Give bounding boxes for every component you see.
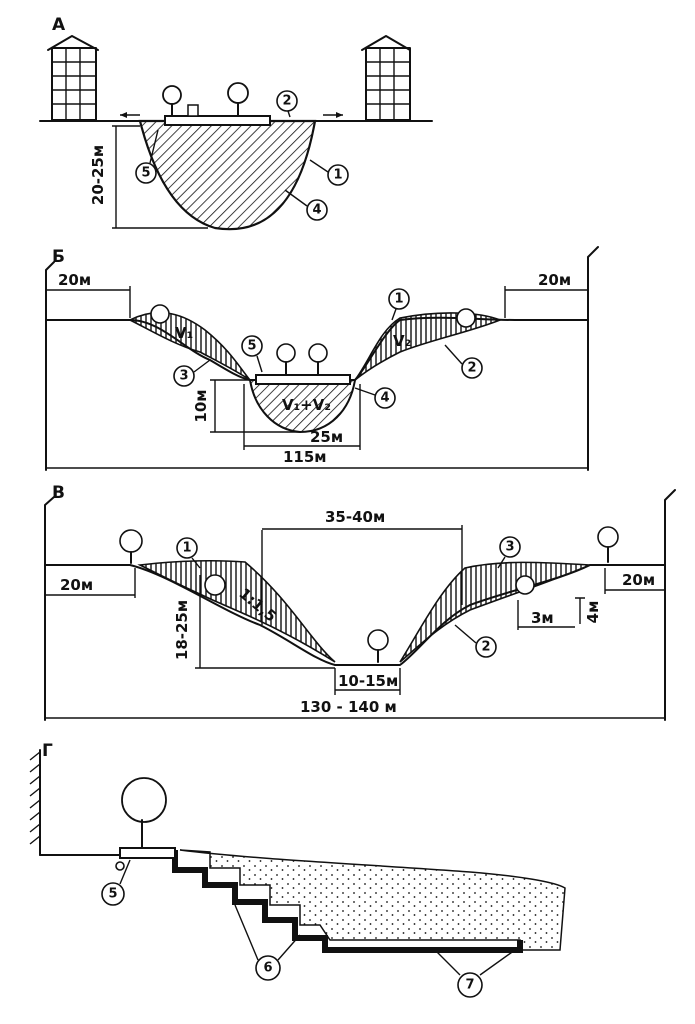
svg-text:5: 5	[141, 166, 150, 181]
step-width-label: 3м	[531, 609, 554, 627]
left-offset-label: 20м	[60, 576, 93, 594]
section-d-letter: Г	[42, 741, 53, 761]
bench-icon	[187, 104, 199, 117]
svg-text:5: 5	[108, 887, 117, 902]
bottom-width-label: 25м	[310, 428, 343, 446]
svg-text:3: 3	[179, 369, 188, 384]
depth-label: 18-25м	[173, 600, 191, 660]
fill-slope-left	[137, 559, 336, 663]
volume-v1-label: V₁	[175, 324, 193, 342]
building-icon	[361, 35, 411, 121]
callout-2: 2	[461, 357, 483, 379]
callout-3: 3	[173, 365, 195, 387]
callout-5: 5	[135, 162, 157, 184]
tree-icon	[119, 529, 143, 564]
svg-text:2: 2	[481, 640, 490, 655]
section-c-letter: В	[52, 483, 65, 503]
svg-text:2: 2	[467, 361, 476, 376]
tree-icon	[204, 574, 226, 596]
dimension-line	[112, 125, 208, 229]
section-b: Б V₁ V₂ V₁+V₂ 20м 20м 10м 25м 115м 1	[45, 246, 599, 471]
tree-icon	[308, 343, 328, 375]
dimension-line	[210, 379, 300, 433]
svg-text:3: 3	[505, 540, 514, 555]
svg-text:2: 2	[282, 94, 291, 109]
right-offset-label: 20м	[622, 571, 655, 589]
section-a-letter: А	[52, 15, 66, 35]
svg-text:1: 1	[333, 168, 342, 183]
svg-text:1: 1	[394, 292, 403, 307]
drain-pipe-icon	[115, 861, 125, 871]
boundary-line	[44, 489, 676, 721]
top-width-label: 35-40м	[325, 508, 385, 526]
svg-text:7: 7	[465, 978, 474, 993]
callout-5: 5	[101, 882, 125, 906]
tree-icon	[227, 82, 249, 117]
total-width-label: 130 - 140 м	[300, 698, 397, 716]
dimension-line	[243, 384, 361, 450]
callout-1: 1	[176, 537, 198, 559]
callout-2: 2	[276, 90, 298, 112]
callout-2: 2	[475, 636, 497, 658]
svg-text:4: 4	[380, 391, 389, 406]
dimension-line	[195, 575, 335, 669]
stepped-benches	[172, 850, 523, 953]
tree-icon	[162, 85, 182, 117]
dimension-line	[261, 525, 463, 625]
tree-icon	[597, 526, 619, 563]
section-d: Г 5 6 7	[29, 741, 566, 998]
section-b-letter: Б	[52, 247, 65, 267]
tree-icon	[456, 308, 476, 328]
dimension-line	[334, 668, 401, 695]
dimension-line	[517, 597, 585, 630]
svg-text:4: 4	[312, 203, 321, 218]
svg-text:6: 6	[263, 961, 272, 976]
callout-3: 3	[499, 536, 521, 558]
tree-icon	[276, 343, 296, 375]
fill-volume-sum	[248, 379, 357, 434]
svg-text:1: 1	[182, 541, 191, 556]
boundary-line	[45, 246, 599, 471]
callout-4: 4	[306, 199, 328, 221]
volume-sum-label: V₁+V₂	[282, 396, 331, 414]
total-width-label: 115м	[283, 448, 327, 466]
left-offset-label: 20м	[58, 271, 91, 289]
svg-text:5: 5	[247, 339, 256, 354]
ravine-profile	[44, 564, 666, 666]
depth-label: 20-25м	[89, 145, 107, 205]
volume-v2-label: V₂	[393, 332, 411, 350]
section-c: В 35-40м 20м 20м 18-25м 1:1,5 10-15м 130…	[44, 483, 676, 721]
tree-icon	[515, 575, 535, 595]
tree-icon	[150, 304, 170, 324]
tree-icon	[367, 629, 389, 663]
dimension-line	[45, 568, 665, 598]
bottom-width-label: 10-15м	[338, 672, 398, 690]
embankment-fill	[179, 849, 566, 951]
depth-label: 10м	[192, 389, 210, 422]
callout-6: 6	[255, 955, 281, 981]
road-slab	[255, 374, 351, 385]
building-icon	[47, 35, 99, 121]
step-height-label: 4м	[584, 601, 602, 624]
road-slab	[164, 115, 271, 126]
callout-1: 1	[388, 288, 410, 310]
callout-7: 7	[457, 972, 483, 998]
section-a: А 20-25м	[39, 15, 433, 231]
dimension-line	[46, 286, 588, 318]
tree-icon	[121, 777, 167, 853]
fill-slope-right	[399, 561, 591, 663]
ravine-fill	[138, 119, 317, 231]
callout-1: 1	[327, 164, 349, 186]
road-slab	[119, 847, 176, 859]
callout-5: 5	[241, 335, 263, 357]
wall-hatch	[29, 751, 41, 845]
right-offset-label: 20м	[538, 271, 571, 289]
callout-4: 4	[374, 387, 396, 409]
fill-volume-v2	[354, 312, 503, 381]
